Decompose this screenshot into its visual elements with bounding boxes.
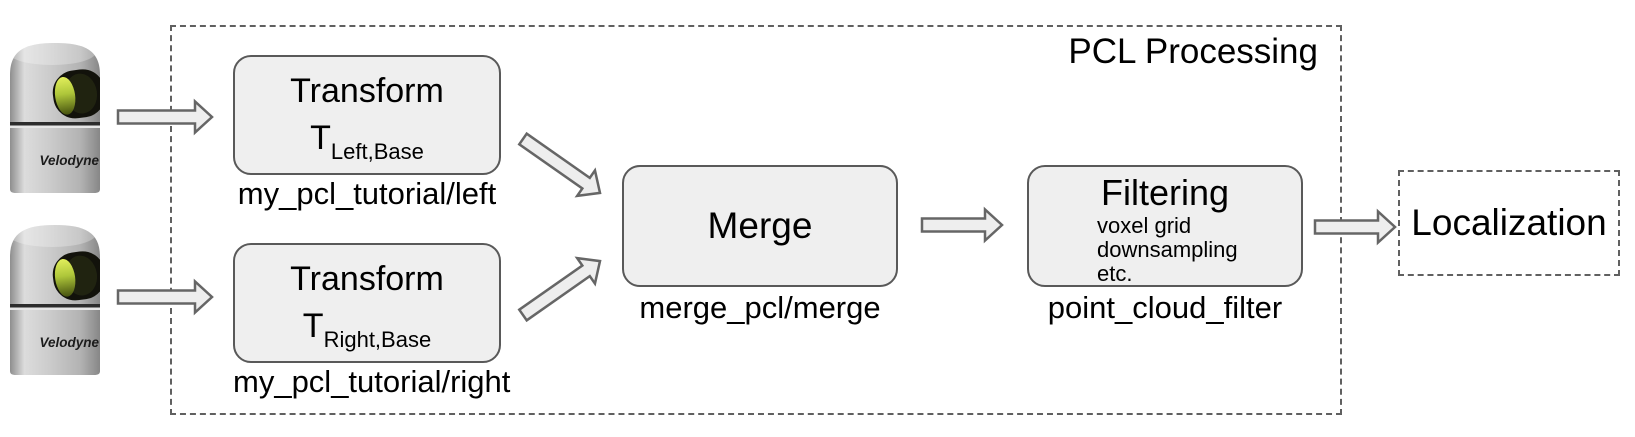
filtering-detail-line: voxel grid <box>1097 213 1192 239</box>
pcl-processing-title: PCL Processing <box>1068 32 1318 71</box>
transform-left-matrix: TLeft,Base <box>310 119 424 164</box>
transform-right-subscript: Right,Base <box>323 327 432 352</box>
node-transform-right-title: Transform <box>290 260 444 299</box>
node-localization-title: Localization <box>1411 202 1607 243</box>
velodyne-logo-text: Velodyne <box>39 335 99 350</box>
node-transform-right: Transform TRight,Base <box>233 243 501 363</box>
velodyne-logo-text: Velodyne <box>39 153 99 168</box>
topic-label-merge: merge_pcl/merge <box>639 290 881 325</box>
topic-label-filter: point_cloud_filter <box>1047 290 1283 325</box>
node-transform-left: Transform TLeft,Base <box>233 55 501 175</box>
velodyne-lidar-top-image: Velodyne <box>10 43 100 193</box>
node-filtering-title: Filtering <box>1100 172 1230 213</box>
transform-left-subscript: Left,Base <box>330 139 424 164</box>
velodyne-lidar-bottom-image: Velodyne <box>10 225 100 375</box>
transform-right-matrix: TRight,Base <box>302 307 432 352</box>
node-transform-left-title: Transform <box>290 72 444 111</box>
node-filtering: Filtering voxel grid downsampling etc. <box>1027 165 1303 287</box>
node-merge-title: Merge <box>707 204 813 246</box>
filtering-detail-line: etc. <box>1097 261 1133 287</box>
topic-label-right: my_pcl_tutorial/right <box>233 364 511 399</box>
topic-label-left: my_pcl_tutorial/left <box>237 176 497 211</box>
node-merge: Merge <box>622 165 898 287</box>
filtering-detail-line: downsampling <box>1097 237 1238 263</box>
node-localization: Localization <box>1398 170 1620 276</box>
